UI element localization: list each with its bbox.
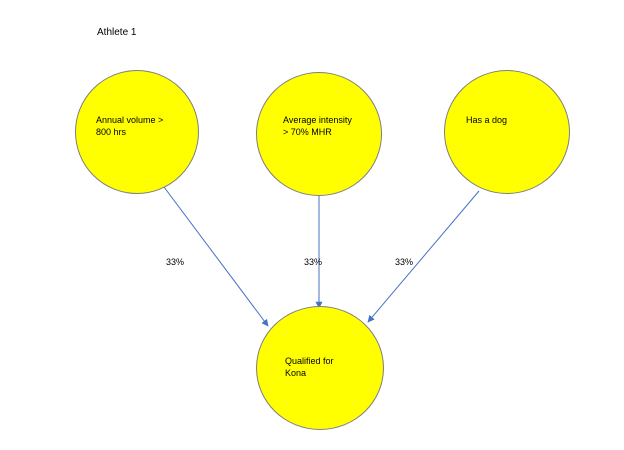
node-has-dog-line1: Has a dog [466,115,508,125]
arrow-has-dog-to-qualified [367,190,480,323]
node-average-intensity: Average intensity > 70% MHR [256,72,382,196]
arrow-annual-volume-to-qualified [163,186,269,327]
edge-label-has-dog: 33% [395,257,414,267]
node-annual-volume-line1: Annual volume > [96,115,164,125]
node-average-intensity-line1: Average intensity [283,115,352,125]
node-has-dog: Has a dog [444,70,570,194]
node-qualified-line2: Kona [285,368,307,378]
diagram-title: Athlete 1 [97,27,137,38]
edge-label-average-intensity: 33% [304,257,323,267]
node-qualified: Qualified for Kona [256,306,384,430]
node-annual-volume: Annual volume > 800 hrs [75,70,199,194]
node-qualified-line1: Qualified for [285,356,334,366]
edge-label-annual-volume: 33% [166,257,185,267]
node-annual-volume-line2: 800 hrs [96,127,127,137]
node-average-intensity-line2: > 70% MHR [283,127,332,137]
